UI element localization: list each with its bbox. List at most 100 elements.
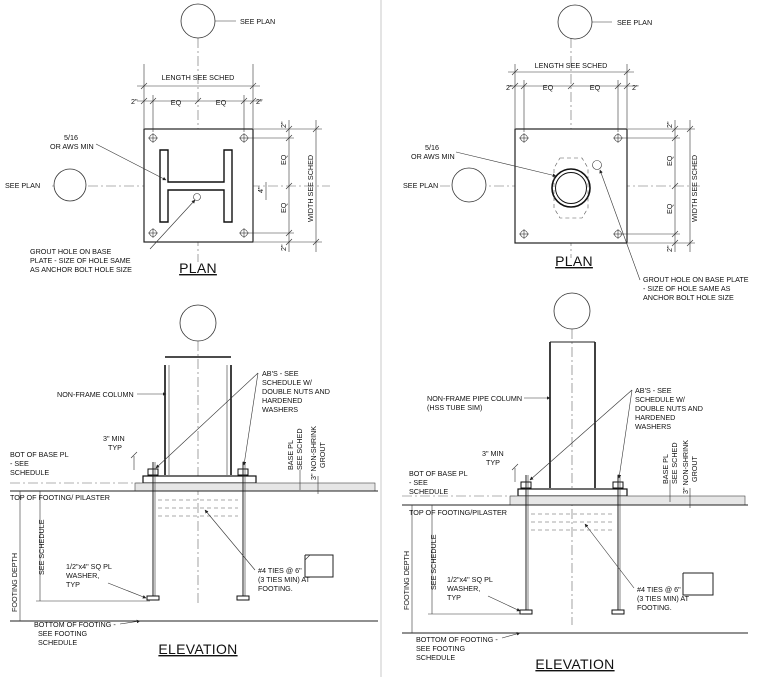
grout-thickness-label: 3" NON-SHRINK <box>309 426 318 480</box>
top-of-footing-label: TOP OF FOOTING/ PILASTER <box>10 493 110 502</box>
see-plan-top-label-right: SEE PLAN <box>617 18 652 27</box>
weld-size-label: 5/16 <box>64 133 78 142</box>
washer-note-2-right: WASHER, <box>447 584 480 593</box>
bot-base-pl-2-right: - SEE <box>409 478 428 487</box>
plate-length-label-right: LENGTH SEE SCHED <box>535 61 608 70</box>
ties-note-2-right: (3 TIES MIN) AT <box>637 594 690 603</box>
right-plan-detail: SEE PLAN SEE PLAN LENGTH SEE SCHED 2" <box>403 4 749 302</box>
grout-note-line2-right: - SIZE OF HOLE SAME AS <box>643 284 731 293</box>
bot-base-pl-3-right: SCHEDULE <box>409 487 448 496</box>
pipe-column-section <box>551 168 591 208</box>
anchor-bolt-note-5: WASHERS <box>262 405 298 414</box>
anchor-bolt-note-2: SCHEDULE W/ <box>262 378 312 387</box>
grout-note-line1-right: GROUT HOLE ON BASE PLATE <box>643 275 749 284</box>
bot-base-pl-1: BOT OF BASE PL <box>10 450 69 459</box>
anchor-bolt-note-5-right: WASHERS <box>635 422 671 431</box>
eq-label-right-right: EQ <box>590 83 601 92</box>
left-plan-detail: SEE PLAN SEE PLAN LENGTH SEE SCHED 2" <box>5 3 330 276</box>
bot-base-pl-3: SCHEDULE <box>10 468 49 477</box>
anchor-bolt-note-3: DOUBLE NUTS AND <box>262 387 330 396</box>
anchor-bolt-note-4: HARDENED <box>262 396 302 405</box>
base-pl-label: BASE PL <box>286 440 295 470</box>
min-embed-typ: TYP <box>108 443 122 452</box>
anchor-bolt-note-1-right: AB'S - SEE <box>635 386 672 395</box>
grid-bubble-top-right <box>557 4 593 40</box>
anchor-bolt-note-1: AB'S - SEE <box>262 369 299 378</box>
plan-title-left: PLAN <box>179 260 217 276</box>
bottom-footing-1-right: BOTTOM OF FOOTING - <box>416 635 498 644</box>
side-eq-top: EQ <box>279 154 288 165</box>
plate-width-label: WIDTH SEE SCHED <box>306 155 315 222</box>
side-edge-top-right: 2" <box>665 121 674 128</box>
min-embed-label: 3" MIN <box>103 434 125 443</box>
see-plan-left-label: SEE PLAN <box>5 181 40 190</box>
grout-note-line3: AS ANCHOR BOLT HOLE SIZE <box>30 265 132 274</box>
ties-note-1: #4 TIES @ 6" <box>258 566 302 575</box>
edge-distance-left-right: 2" <box>506 83 513 92</box>
ties-note-3: FOOTING. <box>258 584 293 593</box>
bottom-footing-3: SCHEDULE <box>38 638 77 647</box>
washer-note-1: 1/2"x4" SQ PL <box>66 562 112 571</box>
grout-hole <box>193 193 201 201</box>
bottom-footing-2-right: SEE FOOTING <box>416 644 466 653</box>
grout-bed <box>134 482 376 492</box>
anchor-bolt-note-4-right: HARDENED <box>635 413 675 422</box>
washer-note-2: WASHER, <box>66 571 99 580</box>
right-elevation-detail: FOOTING DEPTH SEE SCHEDULE 3" MIN TYP BA… <box>402 292 748 672</box>
eq-label-left-right: EQ <box>543 83 554 92</box>
side-edge-top: 2" <box>279 121 288 128</box>
see-plan-top-label: SEE PLAN <box>240 17 275 26</box>
bot-base-pl-1-right: BOT OF BASE PL <box>409 469 468 478</box>
left-elevation-detail: FOOTING DEPTH SEE SCHEDULE 3" MIN TYP BA… <box>10 304 378 657</box>
ties-note-1-right: #4 TIES @ 6" <box>637 585 681 594</box>
plan-title-right: PLAN <box>555 253 593 269</box>
grout-type-label-right: GROUT <box>690 455 699 482</box>
grout-hole-right <box>592 160 602 170</box>
edge-distance-right-right: 2" <box>632 83 639 92</box>
column-type-label: NON-FRAME COLUMN <box>57 390 134 399</box>
eq-label-right: EQ <box>216 98 227 107</box>
anchor-bolt-note-2-right: SCHEDULE W/ <box>635 395 685 404</box>
see-schedule-label-right: SEE SCHEDULE <box>429 534 438 590</box>
washer-note-3-right: TYP <box>447 593 461 602</box>
bottom-footing-1: BOTTOM OF FOOTING - <box>34 620 116 629</box>
bot-base-pl-2: - SEE <box>10 459 29 468</box>
plate-width-label-right: WIDTH SEE SCHED <box>690 155 699 222</box>
ties-note-3-right: FOOTING. <box>637 603 672 612</box>
plate-length-label: LENGTH SEE SCHED <box>162 73 235 82</box>
grid-bubble-left <box>53 168 87 202</box>
hole-dimension: 4" <box>256 186 265 193</box>
base-pl-sched: SEE SCHED <box>295 428 304 470</box>
footing-depth-label-right: FOOTING DEPTH <box>402 551 411 610</box>
anchor-bolt-note-3-right: DOUBLE NUTS AND <box>635 404 703 413</box>
base-plate-elevation <box>142 475 257 484</box>
min-embed-typ-right: TYP <box>486 458 500 467</box>
column-type-sub-right: (HSS TUBE SIM) <box>427 403 482 412</box>
grout-type-label: GROUT <box>318 441 327 468</box>
edge-distance-right: 2" <box>256 97 263 106</box>
washer-note-3: TYP <box>66 580 80 589</box>
base-plate-elevation-right <box>517 488 628 497</box>
side-eq-top-right: EQ <box>665 155 674 166</box>
elevation-title-left: ELEVATION <box>158 641 237 657</box>
eq-label-left: EQ <box>171 98 182 107</box>
ties-note-2: (3 TIES MIN) AT <box>258 575 311 584</box>
column-type-label-right: NON-FRAME PIPE COLUMN <box>427 394 522 403</box>
top-of-footing-label-right: TOP OF FOOTING/PILASTER <box>409 508 507 517</box>
weld-size-label-right: 5/16 <box>425 143 439 152</box>
see-schedule-label: SEE SCHEDULE <box>37 519 46 575</box>
footing-depth-label: FOOTING DEPTH <box>10 553 19 612</box>
bottom-footing-2: SEE FOOTING <box>38 629 88 638</box>
grout-note-line2: PLATE - SIZE OF HOLE SAME <box>30 256 131 265</box>
side-eq-bottom-right: EQ <box>665 203 674 214</box>
elevation-title-right: ELEVATION <box>535 656 614 672</box>
wide-flange-column <box>159 149 233 223</box>
min-embed-label-right: 3" MIN <box>482 449 504 458</box>
grid-bubble-left-right <box>451 167 487 203</box>
weld-aws-label: OR AWS MIN <box>50 142 94 151</box>
weld-aws-label-right: OR AWS MIN <box>411 152 455 161</box>
grout-note-line1: GROUT HOLE ON BASE <box>30 247 112 256</box>
grout-bed-right <box>509 495 746 506</box>
edge-distance-left: 2" <box>131 97 138 106</box>
